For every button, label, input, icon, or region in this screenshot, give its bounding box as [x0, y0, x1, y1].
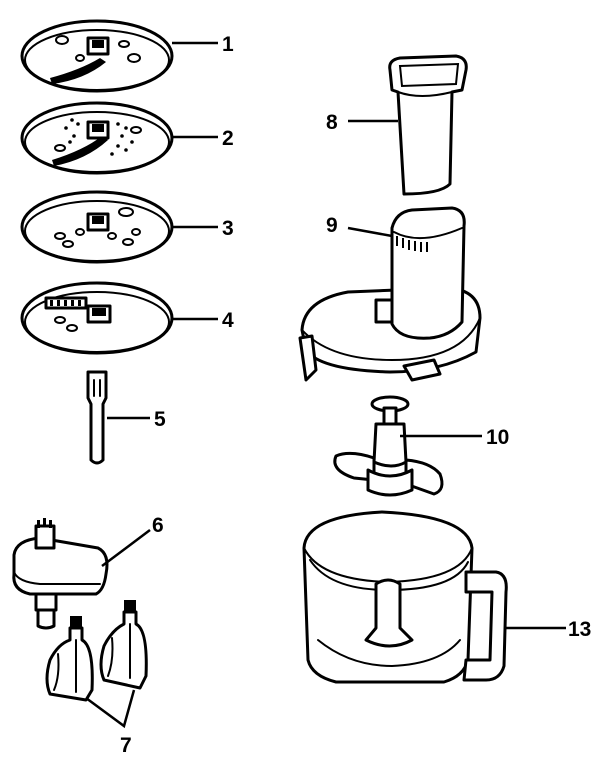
part-4-french-fry-disc [20, 281, 174, 355]
part-7-beater-paddles [45, 600, 148, 702]
callout-2: 2 [172, 127, 234, 150]
part-8-food-pusher [388, 54, 468, 196]
part-10-chopping-blade [333, 395, 444, 497]
callout-1: 1 [172, 33, 234, 56]
callout-13: 13 [506, 618, 591, 641]
callout-6: 6 [101, 514, 164, 567]
callout-8: 8 [326, 111, 398, 134]
callout-label-8: 8 [326, 111, 338, 134]
part-5-disc-stem [86, 370, 108, 465]
callout-3: 3 [172, 217, 234, 240]
callout-9: 9 [326, 214, 393, 238]
callout-label-4: 4 [222, 309, 234, 332]
part-2-shredding-disc [20, 101, 174, 175]
part-3-fine-shredding-disc [20, 190, 174, 264]
part-9-bowl-cover [298, 206, 482, 382]
callout-label-7: 7 [120, 734, 132, 757]
callout-label-6: 6 [152, 514, 164, 537]
callout-label-10: 10 [486, 426, 509, 449]
callout-label-13: 13 [568, 618, 591, 641]
callout-label-5: 5 [154, 408, 166, 431]
callout-label-9: 9 [326, 214, 338, 237]
part-13-work-bowl [302, 510, 508, 684]
part-1-slicing-disc [20, 19, 174, 93]
callout-7: 7 [85, 689, 136, 757]
callout-label-3: 3 [222, 217, 234, 240]
part-6-drive-adapter [12, 518, 109, 630]
callout-10: 10 [400, 426, 509, 449]
callout-5: 5 [107, 408, 166, 431]
callout-label-1: 1 [222, 33, 234, 56]
callout-4: 4 [172, 309, 234, 332]
callout-label-2: 2 [222, 127, 234, 150]
